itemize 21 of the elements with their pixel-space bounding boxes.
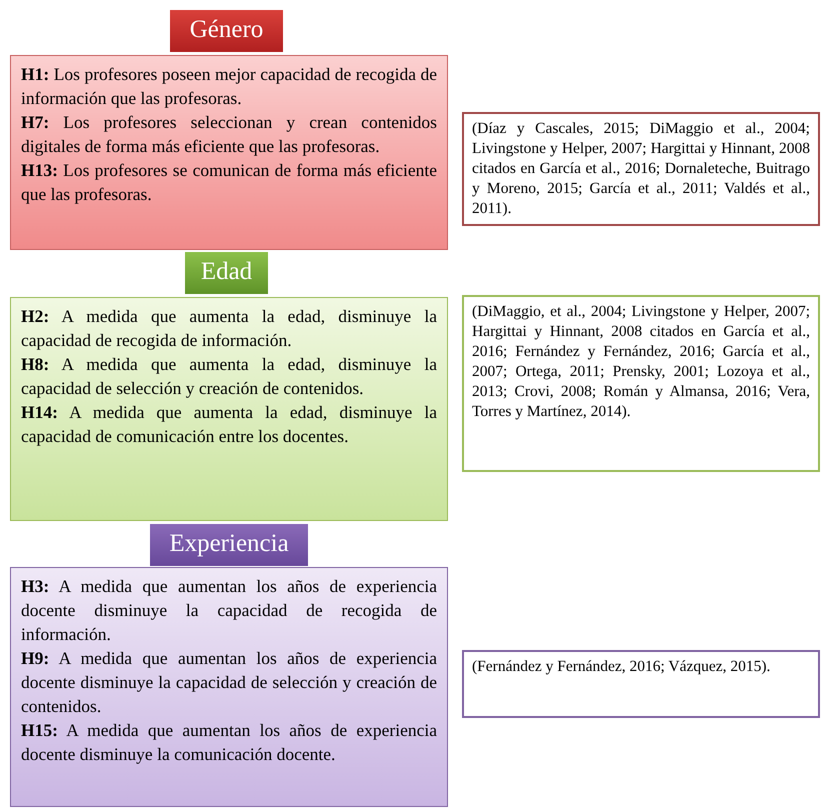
hypothesis-text: H15: A medida que aumentan los años de experiencia docente disminuye la comunicación docente. <box>21 719 437 766</box>
citation-text: (Fernández y Fernández, 2016; Vázquez, 2015). <box>472 657 772 677</box>
citation-text: (Díaz y Cascales, 2015; DiMaggio et al., 2004; Livingstone y Helper, 2007; Hargittai y Hinnant, 2008 citados en García et al., 2016; Dornaleteche, Buitrago y Moreno, 2015; García et al., 2011; Valdés et al., 2011). <box>472 119 810 219</box>
hypothesis-panel <box>10 567 448 807</box>
section-heading: Género <box>170 10 283 52</box>
hypothesis-text: H1: Los profesores poseen mejor capacidad de recogida de información que las profesoras. <box>21 63 437 110</box>
hypothesis-panel <box>10 55 448 250</box>
hypothesis-text: H7: Los profesores seleccionan y crean contenidos digitales de forma más eficiente que las profesoras. <box>21 111 437 158</box>
section-heading: Edad <box>185 252 268 294</box>
hypothesis-panel <box>10 297 448 521</box>
citation-panel <box>462 295 820 472</box>
citation-panel <box>462 112 820 226</box>
citation-panel <box>462 650 820 718</box>
hypothesis-text: H8: A medida que aumenta la edad, disminuye la capacidad de selección y creación de contenidos. <box>21 353 437 400</box>
hypothesis-text: H13: Los profesores se comunican de forma más eficiente que las profesoras. <box>21 159 437 206</box>
hypothesis-text: H3: A medida que aumentan los años de experiencia docente disminuye la capacidad de recogida de información. <box>21 575 437 646</box>
hypothesis-text: H14: A medida que aumenta la edad, disminuye la capacidad de comunicación entre los docentes. <box>21 401 437 448</box>
hypothesis-text: H2: A medida que aumenta la edad, disminuye la capacidad de recogida de información. <box>21 305 437 352</box>
section-heading: Experiencia <box>150 524 308 566</box>
hypothesis-text: H9: A medida que aumentan los años de experiencia docente disminuye la capacidad de selección y creación de contenidos. <box>21 647 437 718</box>
citation-text: (DiMaggio, et al., 2004; Livingstone y Helper, 2007; Hargittai y Hinnant, 2008 citados en García et al., 2016; Fernández y Fernández, 2016; García et al., 2007; Ortega, 2011; Prensky, 2001; Lozoya et al., 2013; Crovi, 2008; Román y Almansa, 2016; Vera, Torres y Martínez, 2014). <box>472 302 810 422</box>
